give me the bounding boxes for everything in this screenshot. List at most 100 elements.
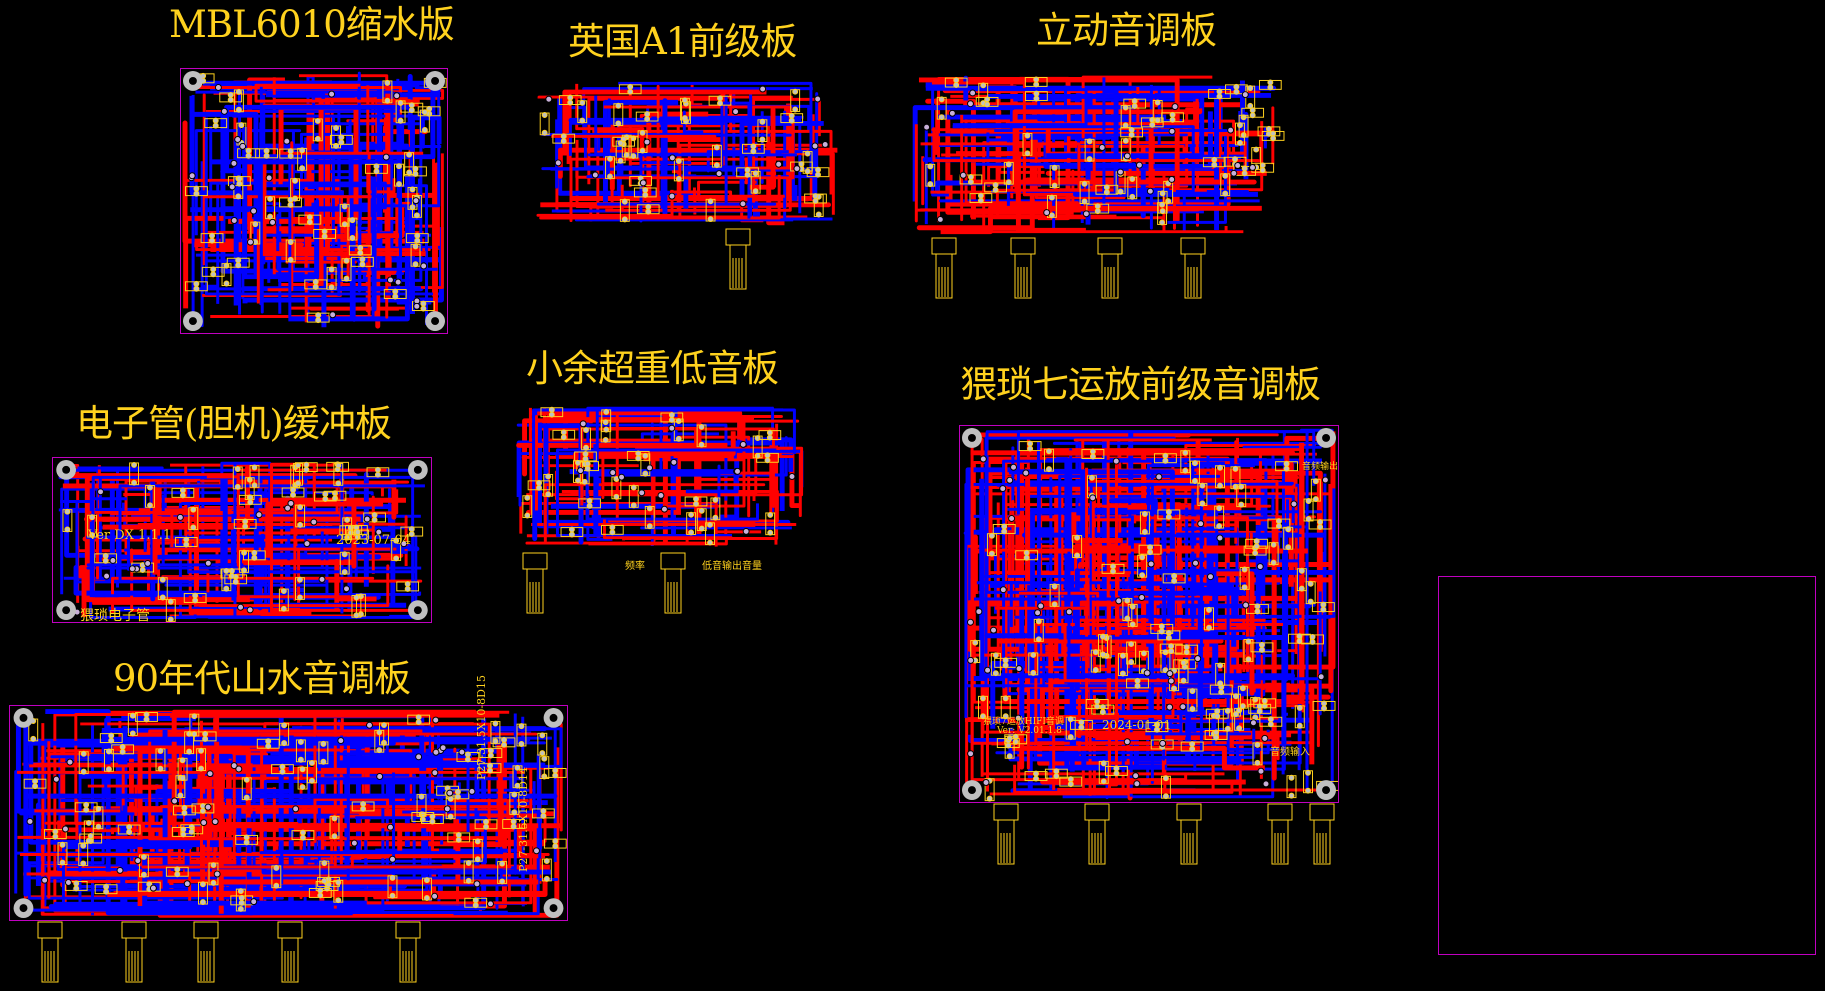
via	[432, 716, 440, 724]
bottom-trace	[1199, 481, 1294, 762]
via	[1241, 91, 1249, 99]
pad	[179, 775, 186, 782]
board-uk-a1[interactable]	[530, 78, 844, 228]
pad	[312, 283, 319, 290]
via	[337, 737, 345, 745]
pad	[299, 766, 306, 773]
pad	[582, 455, 589, 462]
pad	[642, 187, 649, 193]
via	[1147, 560, 1155, 568]
pad	[1122, 137, 1129, 144]
via	[1112, 457, 1120, 465]
pad	[1162, 667, 1169, 674]
pad	[812, 193, 819, 200]
pad	[583, 427, 589, 433]
top-trace	[1155, 471, 1296, 489]
pad	[331, 815, 338, 822]
board-mbl6010[interactable]	[180, 68, 448, 334]
pad	[1103, 184, 1110, 191]
potentiometer-shaft	[121, 921, 147, 987]
via	[176, 513, 184, 521]
via	[788, 473, 796, 480]
pad	[984, 101, 991, 108]
pad	[1214, 713, 1221, 720]
pad	[992, 670, 999, 677]
via	[128, 565, 136, 573]
pad	[80, 768, 87, 775]
board-weisuo7[interactable]	[959, 425, 1339, 803]
pad	[1296, 722, 1303, 729]
pad	[511, 809, 518, 816]
pad	[429, 813, 436, 820]
pad	[320, 740, 327, 747]
pad	[131, 461, 138, 468]
via	[1022, 469, 1030, 477]
board-tube[interactable]	[52, 457, 432, 623]
via	[204, 803, 212, 811]
pad	[603, 408, 610, 415]
pad	[80, 750, 87, 757]
pad	[1199, 482, 1206, 489]
top-trace	[970, 179, 1257, 185]
pad	[126, 829, 133, 835]
via	[1321, 476, 1329, 484]
pad	[524, 512, 531, 519]
board-lidong[interactable]	[908, 72, 1286, 237]
via	[213, 870, 221, 878]
pad	[609, 524, 616, 531]
pad	[373, 168, 380, 175]
pad	[303, 461, 310, 468]
pad	[108, 737, 115, 744]
pad	[1236, 725, 1243, 732]
pad	[210, 862, 217, 869]
pad	[567, 94, 574, 101]
via	[715, 170, 723, 178]
pad	[297, 504, 304, 511]
via	[959, 171, 967, 179]
pad	[1224, 707, 1231, 714]
via	[318, 575, 326, 583]
pad	[712, 514, 719, 521]
pad	[1254, 608, 1261, 615]
via	[432, 748, 440, 756]
top-trace	[130, 548, 423, 612]
pad	[179, 757, 186, 764]
pad	[1214, 708, 1221, 715]
pad	[1275, 523, 1282, 530]
pad	[574, 477, 581, 484]
pad	[251, 554, 258, 561]
pad	[630, 484, 637, 491]
board-xiaoyu[interactable]	[510, 402, 809, 552]
pad	[414, 232, 421, 239]
pad	[712, 496, 719, 503]
pad	[1180, 659, 1187, 666]
pad	[212, 117, 219, 124]
pad	[347, 524, 354, 531]
pad	[675, 175, 682, 182]
pad	[579, 117, 586, 124]
top-trace	[1073, 438, 1212, 711]
board-shanshui90[interactable]	[9, 705, 568, 921]
via	[984, 666, 992, 674]
pad	[617, 140, 624, 147]
pad	[292, 177, 299, 184]
pad	[190, 506, 197, 513]
pad	[193, 285, 200, 292]
pad	[1236, 122, 1243, 129]
potentiometer-shaft	[993, 803, 1019, 869]
pad	[1074, 534, 1081, 541]
title-weisuo7: 猥琐七运放前级音调板	[960, 363, 1321, 406]
top-trace	[265, 501, 384, 558]
pad	[381, 722, 387, 729]
mounting-hole-center	[967, 786, 976, 795]
pad	[404, 580, 411, 587]
pad	[1159, 219, 1166, 226]
top-trace	[1081, 75, 1213, 139]
pad	[1002, 662, 1009, 669]
pad	[1113, 765, 1120, 772]
pad	[199, 807, 206, 814]
pad	[1249, 112, 1256, 119]
pad	[414, 237, 421, 244]
via	[310, 518, 318, 526]
pad	[536, 479, 542, 486]
